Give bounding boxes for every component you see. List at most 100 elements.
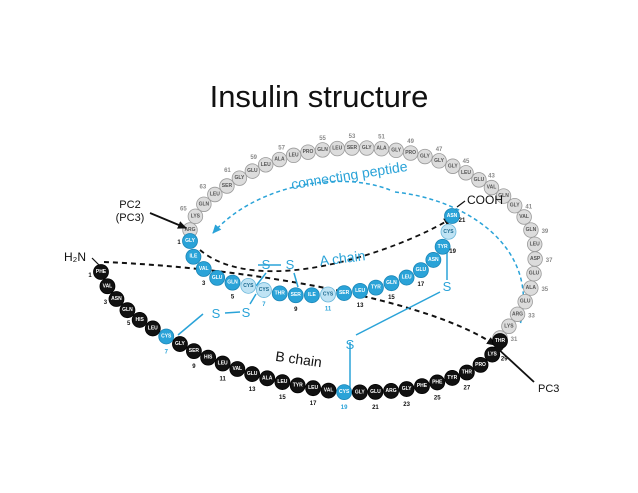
c-peptide-residue-label: GLY [234, 175, 244, 181]
c-peptide-residue-label: GLN [199, 201, 210, 207]
c-peptide-residue-bead [495, 188, 512, 204]
b-chain-residue-bead [320, 382, 337, 399]
c-peptide-residue-bead [231, 170, 248, 186]
a-chain-residue-number: 7 [262, 302, 266, 308]
b-chain-residue-bead [229, 361, 246, 377]
c-peptide-residue-label: VAL [519, 214, 529, 220]
b-chain-residue-bead [259, 370, 276, 387]
a-chain-residue: GLY [182, 233, 198, 249]
b-chain-residue-label: SER [189, 348, 200, 354]
b-chain-residue: GLN [119, 302, 136, 319]
b-chain-residue-bead [200, 349, 217, 366]
b-chain-residue: THR [492, 333, 508, 349]
a-chain-residue-label: GLU [212, 275, 223, 281]
c-peptide-residue-bead [445, 158, 461, 174]
b-chain-residue: TYR [289, 377, 306, 394]
b-chain-residue-label: HIS [135, 317, 144, 323]
c-peptide-residue-label: GLY [434, 158, 444, 164]
a-chain-residue-label: CYS [243, 283, 254, 289]
b-chain-residue-bead [289, 377, 306, 394]
b-chain-residue-label: ASN [111, 296, 122, 302]
a-chain-residue-bead [383, 275, 400, 292]
c-peptide-residue: LEU [458, 165, 474, 181]
b-chain-residue-bead [108, 291, 125, 307]
a-chain-residue: ASN [444, 208, 460, 224]
b-chain-residue: HIS [200, 349, 217, 366]
b-chain-residue: SER [186, 343, 202, 360]
a-chain-residue-label: THR [275, 290, 286, 296]
b-chain-residue: VAL [99, 278, 116, 295]
b-chain-residue-label: GLN [122, 307, 133, 313]
c-peptide-residue-label: SER [347, 145, 358, 151]
b-chain-residue-bead [305, 380, 322, 397]
c-peptide-residue-label: LEU [461, 170, 471, 176]
c-peptide-residue-label: GLN [498, 193, 509, 199]
disulfide-s-label: S [242, 305, 251, 320]
b-chain-residue: LEU [305, 380, 322, 397]
b-chain-residue: PHE [93, 264, 109, 280]
a-chain-residue-label: ASN [447, 213, 458, 219]
a-chain-residue-number: 11 [325, 306, 332, 312]
c-peptide-residue-bead [257, 157, 274, 173]
a-chain-residue-label: CYS [323, 291, 334, 297]
c-peptide-residue-number: 63 [200, 184, 207, 190]
b-chain-residue-label: PRO [475, 362, 486, 368]
b-chain-residue-label: HIS [204, 355, 213, 361]
b-chain-residue-bead [144, 320, 161, 337]
a-chain-residue-number: 15 [388, 295, 395, 301]
c-peptide-residue: LEU [207, 186, 223, 203]
b-chain-residue-label: LEU [218, 360, 228, 366]
a-chain-residue-bead [256, 282, 272, 298]
b-chain-residue-label: VAL [103, 283, 113, 289]
c-peptide-residue-bead [244, 163, 261, 179]
c-peptide-residue-label: ASP [530, 256, 541, 262]
c-peptide-residue: LEU [329, 140, 345, 157]
b-chain-residue-label: PHE [96, 269, 107, 275]
a-chain-guide-curve [199, 217, 453, 273]
b-chain-residue: ASN [108, 291, 125, 307]
b-chain-residue: PRO [472, 356, 489, 373]
a-chain-residue-label: TYR [371, 285, 381, 291]
b-chain-residue-bead [367, 383, 384, 400]
c-peptide-residue-bead [196, 196, 212, 212]
a-chain-residue-bead [434, 238, 451, 255]
c-peptide-residue-number: 49 [407, 139, 414, 145]
a-chain-residue-bead [368, 279, 384, 296]
a-chain-residue: GLU [209, 269, 226, 286]
c-peptide-residue: GLY [445, 158, 461, 174]
b-chain-residue: GLY [172, 336, 188, 352]
cooh-bond [456, 200, 466, 208]
c-peptide-residue-label: GLU [474, 177, 485, 183]
c-peptide-residue: GLY [231, 170, 248, 186]
b-chain-residue-bead [472, 356, 489, 373]
c-peptide-residue: GLY [359, 140, 375, 156]
c-peptide-residue-bead [300, 144, 316, 160]
c-peptide-residue-bead [507, 197, 523, 214]
a-chain-residue: ASN [425, 252, 442, 268]
disulfide-line [249, 293, 257, 305]
b-chain-residue-number: 29 [501, 357, 508, 363]
h2n-label: H₂N [64, 250, 86, 264]
a-chain-residue: LEU [352, 282, 369, 299]
c-peptide-residue: SER [219, 178, 235, 194]
c-peptide-residue-label: ALA [376, 146, 387, 152]
c-peptide-residue: GLN [523, 222, 539, 238]
c-peptide-residue-label: LEU [289, 152, 299, 158]
b-chain-residue-bead [244, 366, 261, 382]
a-chain-residue: SER [287, 287, 304, 304]
c-peptide-residue: LYS [187, 208, 204, 225]
b-chain-label: B chain [274, 348, 322, 370]
a-chain-residue-label: GLN [386, 280, 397, 286]
b-chain-residue-label: CYS [339, 389, 350, 395]
disulfide-s-label: S [443, 279, 452, 294]
b-chain-residue-bead [99, 278, 116, 295]
b-chain-residue-bead [119, 302, 136, 319]
b-chain-residue-label: GLY [175, 341, 185, 347]
a-chain-residue-label: GLN [227, 280, 238, 286]
b-chain-residue-number: 7 [165, 349, 169, 355]
pc3-paren-label: (PC3) [116, 212, 145, 224]
c-peptide-residue-label: GLY [448, 163, 458, 169]
c-peptide-residue-label: VAL [487, 185, 497, 191]
b-chain-residue-bead [274, 374, 291, 390]
c-peptide-residue-bead [523, 222, 539, 238]
